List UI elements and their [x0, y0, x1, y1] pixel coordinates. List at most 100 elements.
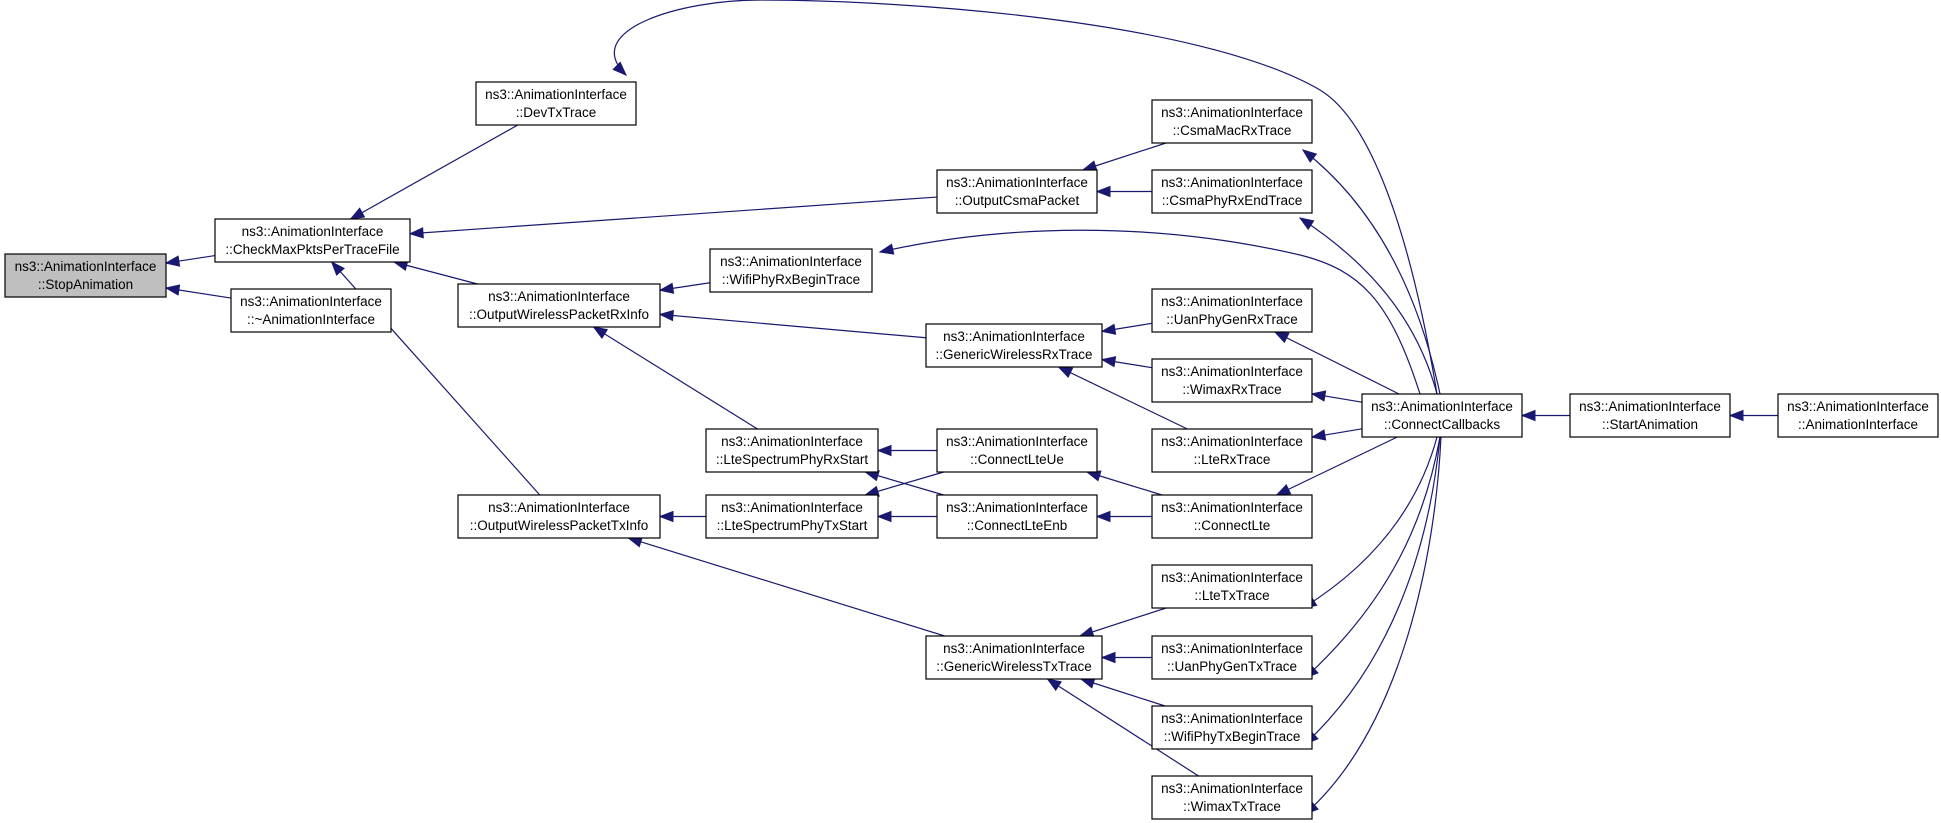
node-outtx[interactable]: ns3::AnimationInterface::OutputWirelessP…	[457, 494, 661, 539]
node-method-label: ::WimaxTxTrace	[1183, 799, 1281, 814]
node-method-label: ::ConnectLteEnb	[967, 518, 1068, 533]
arrowhead	[1079, 677, 1096, 689]
edge-conncb-to-uanrx	[1273, 331, 1400, 395]
arrowhead	[1095, 185, 1111, 198]
node-method-label: ::UanPhyGenRxTrace	[1166, 312, 1298, 327]
node-namespace-label: ns3::AnimationInterface	[1161, 500, 1303, 515]
node-genrx[interactable]: ns3::AnimationInterface::GenericWireless…	[925, 323, 1103, 368]
arrowhead	[876, 510, 892, 523]
node-wifirxbegin[interactable]: ns3::AnimationInterface::WifiPhyRxBeginT…	[709, 248, 873, 293]
node-wifitxbegin[interactable]: ns3::AnimationInterface::WifiPhyTxBeginT…	[1151, 705, 1313, 750]
edge-ltespectx-to-outtx	[658, 510, 706, 523]
arrowhead	[1273, 331, 1290, 344]
node-box	[1569, 393, 1731, 438]
node-startanim[interactable]: ns3::AnimationInterface::StartAnimation	[1569, 393, 1731, 438]
node-uantx[interactable]: ns3::AnimationInterface::UanPhyGenTxTrac…	[1151, 635, 1313, 680]
node-outrx[interactable]: ns3::AnimationInterface::OutputWirelessP…	[457, 283, 661, 328]
node-connlteue[interactable]: ns3::AnimationInterface::ConnectLteUe	[936, 428, 1098, 473]
node-box	[1361, 393, 1523, 438]
node-method-label: ::~AnimationInterface	[247, 312, 375, 327]
node-csmamacrx[interactable]: ns3::AnimationInterface::CsmaMacRxTrace	[1151, 99, 1313, 144]
node-box	[1151, 428, 1313, 473]
node-namespace-label: ns3::AnimationInterface	[1161, 570, 1303, 585]
node-namespace-label: ns3::AnimationInterface	[1161, 294, 1303, 309]
node-box	[925, 635, 1103, 680]
arrowhead	[1310, 429, 1327, 441]
node-connlte[interactable]: ns3::AnimationInterface::ConnectLte	[1151, 494, 1313, 539]
node-box	[1151, 564, 1313, 609]
node-checkmax[interactable]: ns3::AnimationInterface::CheckMaxPktsPer…	[214, 218, 411, 263]
edge-uanrx-to-genrx	[1100, 322, 1153, 335]
node-ltespecrx[interactable]: ns3::AnimationInterface::LteSpectrumPhyR…	[705, 428, 879, 473]
edge-conncb-to-csmamacrx	[1301, 149, 1441, 395]
nodes-layer: ns3::AnimationInterface::StopAnimationns…	[4, 81, 1939, 820]
edge-csmamacrx-to-outcsma	[1081, 142, 1167, 172]
edge-conncb-to-wimaxtx	[1303, 436, 1442, 815]
node-namespace-label: ns3::AnimationInterface	[15, 259, 157, 274]
arrowhead	[349, 207, 366, 220]
node-dtor[interactable]: ns3::AnimationInterface::~AnimationInter…	[230, 288, 392, 333]
edge-outrx-to-checkmax	[392, 259, 478, 285]
arrowhead	[1728, 409, 1744, 422]
node-box	[1151, 99, 1313, 144]
node-method-label: ::ConnectLteUe	[970, 452, 1064, 467]
arrowhead	[658, 309, 674, 322]
node-method-label: ::LteTxTrace	[1194, 588, 1269, 603]
edge-devtx-to-checkmax	[349, 124, 519, 220]
arrowhead	[408, 227, 424, 239]
node-ltetx[interactable]: ns3::AnimationInterface::LteTxTrace	[1151, 564, 1313, 609]
edge-connlte-to-connlteenb	[1095, 510, 1152, 523]
node-csmaphyrxend[interactable]: ns3::AnimationInterface::CsmaPhyRxEndTra…	[1151, 169, 1313, 214]
edge-conncb-to-wifirxbegin	[878, 229, 1421, 395]
node-namespace-label: ns3::AnimationInterface	[1161, 175, 1303, 190]
node-box	[709, 248, 873, 293]
node-method-label: ::LteSpectrumPhyRxStart	[716, 452, 869, 467]
node-box	[705, 428, 879, 473]
node-namespace-label: ns3::AnimationInterface	[1161, 711, 1303, 726]
node-box	[1151, 705, 1313, 750]
node-box	[1151, 169, 1313, 214]
node-namespace-label: ns3::AnimationInterface	[1161, 781, 1303, 796]
node-namespace-label: ns3::AnimationInterface	[488, 500, 630, 515]
edge-wifitxbegin-to-gentx	[1079, 677, 1166, 707]
arrowhead	[1057, 366, 1074, 379]
node-box	[4, 253, 167, 298]
node-box	[705, 494, 879, 539]
arrowhead	[658, 510, 674, 523]
node-method-label: ::UanPhyGenTxTrace	[1167, 659, 1297, 674]
node-box	[936, 494, 1098, 539]
node-method-label: ::ConnectLte	[1194, 518, 1271, 533]
node-devtx[interactable]: ns3::AnimationInterface::DevTxTrace	[475, 81, 637, 126]
node-ctor[interactable]: ns3::AnimationInterface::AnimationInterf…	[1777, 393, 1939, 438]
node-namespace-label: ns3::AnimationInterface	[1161, 641, 1303, 656]
node-lterx[interactable]: ns3::AnimationInterface::LteRxTrace	[1151, 428, 1313, 473]
node-conncb[interactable]: ns3::AnimationInterface::ConnectCallback…	[1361, 393, 1523, 438]
node-namespace-label: ns3::AnimationInterface	[943, 641, 1085, 656]
node-ltespectx[interactable]: ns3::AnimationInterface::LteSpectrumPhyT…	[705, 494, 879, 539]
edge-genrx-to-outrx	[658, 309, 927, 339]
node-namespace-label: ns3::AnimationInterface	[720, 254, 862, 269]
node-stop[interactable]: ns3::AnimationInterface::StopAnimation	[4, 253, 167, 298]
edge-conncb-to-csmaphyrxend	[1298, 217, 1438, 395]
edge-conncb-to-devtx	[612, 0, 1438, 395]
edge-uantx-to-gentx	[1100, 651, 1152, 664]
node-box	[214, 218, 411, 263]
edge-startanim-to-conncb	[1520, 409, 1570, 422]
node-outcsma[interactable]: ns3::AnimationInterface::OutputCsmaPacke…	[936, 169, 1098, 214]
node-namespace-label: ns3::AnimationInterface	[485, 87, 627, 102]
edge-lterx-to-genrx	[1057, 366, 1188, 430]
node-box	[457, 283, 661, 328]
edge-connlteue-to-ltespecrx	[876, 444, 937, 457]
node-namespace-label: ns3::AnimationInterface	[721, 500, 863, 515]
node-namespace-label: ns3::AnimationInterface	[1161, 105, 1303, 120]
node-wimaxrx[interactable]: ns3::AnimationInterface::WimaxRxTrace	[1151, 358, 1313, 403]
node-method-label: ::LteSpectrumPhyTxStart	[717, 518, 868, 533]
node-wimaxtx[interactable]: ns3::AnimationInterface::WimaxTxTrace	[1151, 775, 1313, 820]
node-uanrx[interactable]: ns3::AnimationInterface::UanPhyGenRxTrac…	[1151, 288, 1313, 333]
node-connlteenb[interactable]: ns3::AnimationInterface::ConnectLteEnb	[936, 494, 1098, 539]
node-gentx[interactable]: ns3::AnimationInterface::GenericWireless…	[925, 635, 1103, 680]
node-namespace-label: ns3::AnimationInterface	[1371, 399, 1513, 414]
node-box	[230, 288, 392, 333]
node-box	[1151, 494, 1313, 539]
